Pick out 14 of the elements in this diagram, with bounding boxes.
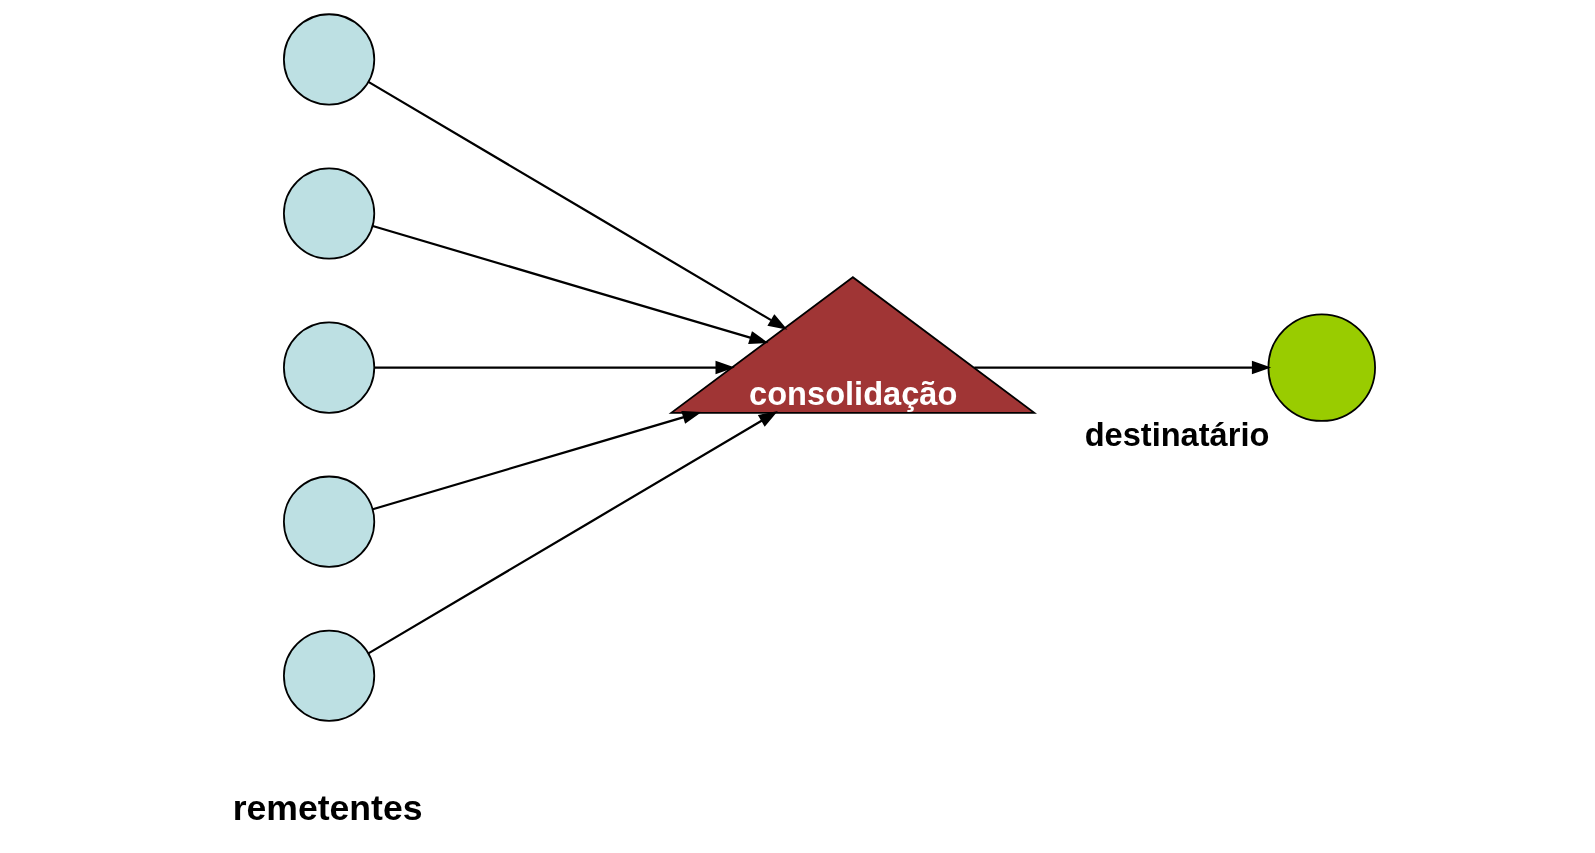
arrow: [367, 80, 787, 330]
node-circle: [282, 629, 375, 722]
node-circle: [1267, 313, 1376, 422]
arrow: [973, 360, 1271, 375]
node-circle: [282, 13, 375, 106]
arrow: [371, 410, 702, 511]
arrow: [374, 360, 735, 375]
node-circle: [282, 321, 375, 414]
node-label: destinatário: [1084, 415, 1269, 453]
node-circle: [282, 475, 375, 568]
label: remetentes: [232, 787, 422, 828]
arrow: [367, 411, 778, 655]
arrow: [371, 224, 769, 345]
node-circle: [282, 167, 375, 260]
